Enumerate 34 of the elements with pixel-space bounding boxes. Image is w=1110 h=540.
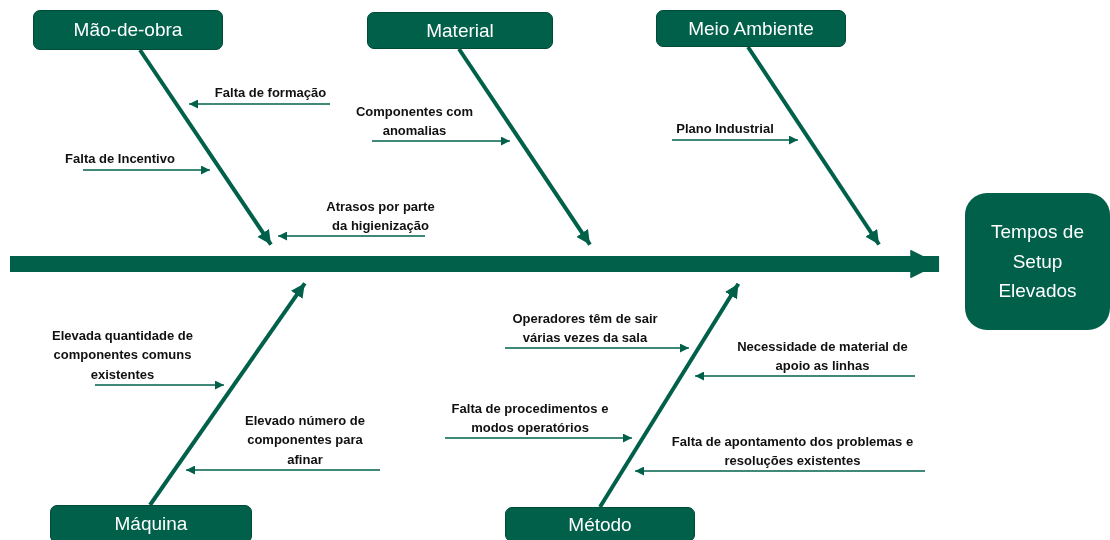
- cause-text: Elevado número de componentes para afinar: [230, 410, 380, 470]
- category-box: Método: [505, 507, 695, 540]
- arrow: [277, 231, 426, 241]
- cause-text: Necessidade de material de apoio as linhas: [725, 336, 920, 376]
- category-box: Meio Ambiente: [656, 10, 846, 47]
- arrow: [504, 343, 690, 353]
- cause-text: Elevada quantidade de componentes comuns existentes: [35, 325, 210, 385]
- cause-text: Plano Industrial: [665, 118, 785, 140]
- cause-text: Componentes com anomalias: [352, 101, 477, 141]
- cause-text: Falta de Incentivo: [50, 148, 190, 170]
- cause-text: Atrasos por parte da higienização: [318, 196, 443, 236]
- arrow: [598, 282, 741, 509]
- arrow: [694, 371, 916, 381]
- effect-box: Tempos de Setup Elevados: [965, 193, 1110, 330]
- arrow: [94, 380, 225, 390]
- arrow: [371, 136, 511, 146]
- arrow: [634, 466, 926, 476]
- arrow: [457, 47, 592, 246]
- cause-text: Operadores têm de sair várias vezes da sala: [500, 308, 670, 348]
- category-box: Máquina: [50, 505, 252, 540]
- arrow: [82, 165, 211, 175]
- arrow: [188, 99, 331, 109]
- arrow: [148, 282, 307, 507]
- arrow: [10, 249, 940, 279]
- cause-text: Falta de apontamento dos problemas e resoluções existentes: [660, 431, 925, 471]
- arrow: [444, 433, 633, 443]
- cause-text: Falta de procedimentos e modos operatórios: [440, 398, 620, 438]
- category-box: Material: [367, 12, 553, 49]
- arrow: [185, 465, 381, 475]
- arrow: [138, 48, 273, 246]
- arrow: [746, 45, 881, 246]
- cause-text: Falta de formação: [208, 82, 333, 104]
- arrow: [671, 135, 799, 145]
- category-box: Mão-de-obra: [33, 10, 223, 50]
